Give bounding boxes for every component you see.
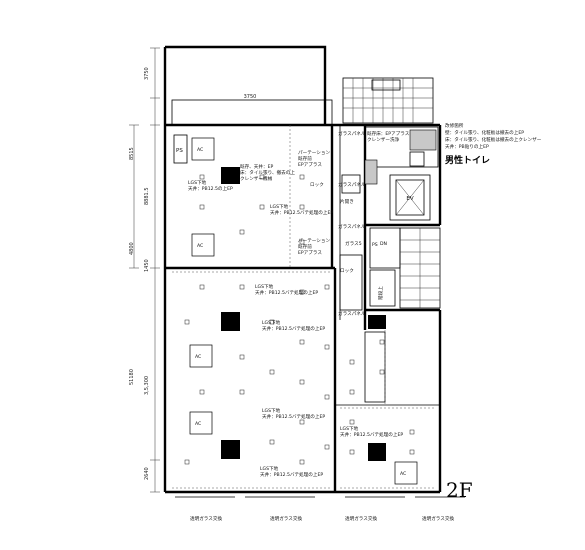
column — [368, 443, 386, 461]
note-glass-2: ガラスパネル — [338, 181, 366, 188]
column — [221, 167, 240, 184]
restroom-note-3: 床：タイル張り、化粧板は撤去の上クレンザー — [445, 136, 542, 143]
note-door: 片開き — [340, 198, 354, 205]
note-lower-3: LGS下地天井：PB12.5バテ処理の上EP — [262, 407, 325, 420]
exterior-walls: 3750 — [163, 45, 442, 494]
facade-label: 透明ガラス交換 — [422, 515, 454, 522]
restroom-note-1: 改修箇所 — [445, 122, 464, 129]
dimension-label: 3,5,300 — [144, 376, 150, 395]
restroom-note-4: 天井：PB貼りの上EP — [445, 143, 489, 150]
note-mid-low: LGS下地天井：PB12.5バテ処理の上EP — [270, 203, 333, 216]
note-lock-2: ロック — [340, 268, 354, 274]
dimension-label: 2640 — [144, 467, 150, 480]
restroom-note-2: 壁：タイル張り、化粧板は撤去の上EP — [445, 129, 524, 136]
ac-label: AC — [197, 147, 203, 153]
restroom-title: 男性トイレ — [445, 154, 490, 166]
facade-glass-markers: 透明ガラス交換 透明ガラス交換 透明ガラス交換 透明ガラス交換 — [175, 496, 465, 522]
note-upper-low: LGS下地天井：PB12.5の上EP — [188, 179, 233, 192]
note-lower-2: LGS下地天井：PB12.5バテ処理の上EP — [262, 319, 325, 332]
ac-unit — [394, 461, 418, 485]
note-lower-4: LGS下地天井：PB12.5バテ処理の上EP — [340, 425, 403, 438]
ac-label: AC — [195, 421, 201, 427]
light-fixtures — [184, 174, 415, 465]
note-lower-1: LGS下地天井：PB12.5バテ処理の上EP — [255, 283, 318, 296]
column — [221, 312, 240, 331]
stair-label: DN — [380, 241, 387, 247]
stair-label: 階段上 — [377, 286, 384, 300]
note-glass-3: ガラスパネル — [338, 223, 366, 230]
restroom-callout: 改修箇所 壁：タイル張り、化粧板は撤去の上EP 床：タイル張り、化粧板は撤去の上… — [445, 122, 542, 166]
left-dimension-line: 3750 8515 8881.5 4800 1450 51180 3,5,300… — [129, 47, 160, 493]
note-lower-5: LGS下地天井：PB12.5バテ処理の上EP — [260, 465, 323, 478]
facade-label: 透明ガラス交換 — [270, 515, 302, 522]
facade-label: 透明ガラス交換 — [345, 515, 377, 522]
gf-label: ガラス5 — [345, 240, 362, 247]
dimension-label: 4800 — [129, 242, 135, 255]
note-glass-4: ガラスパネル — [338, 310, 366, 317]
dimension-label: 3750 — [144, 67, 150, 80]
ac-unit — [189, 344, 213, 368]
facade-label: 透明ガラス交換 — [190, 515, 222, 522]
column — [221, 440, 240, 459]
ac-label: AC — [197, 243, 203, 249]
equipment: PS AC AC AC AC AC — [173, 134, 418, 485]
floor-label: 2F — [446, 478, 473, 502]
ps2-label: PS — [372, 242, 378, 248]
ev-label: EV — [406, 196, 413, 202]
core-area: EV DN 階段上 — [335, 77, 442, 406]
ps-label: PS — [176, 148, 183, 154]
dimension-label: 1450 — [144, 259, 150, 272]
ac-unit — [191, 233, 215, 257]
ac-label: AC — [400, 471, 406, 477]
dimension-label: 51180 — [129, 369, 135, 385]
ac-unit — [191, 137, 215, 161]
ac-label: AC — [195, 354, 201, 360]
ps-box — [173, 134, 188, 164]
dimension-label: 8515 — [129, 147, 135, 160]
dimension-label: 3750 — [244, 94, 257, 100]
structural-columns — [221, 167, 386, 461]
note-lock-1: ロック — [310, 182, 324, 188]
ac-unit — [189, 411, 213, 435]
dimension-label: 8881.5 — [144, 188, 150, 206]
note-toilet: 既存床：EPアプラスクレンザー洗浄 — [367, 130, 410, 143]
column — [368, 315, 386, 329]
note-glass-1: ガラスパネル — [338, 130, 366, 137]
